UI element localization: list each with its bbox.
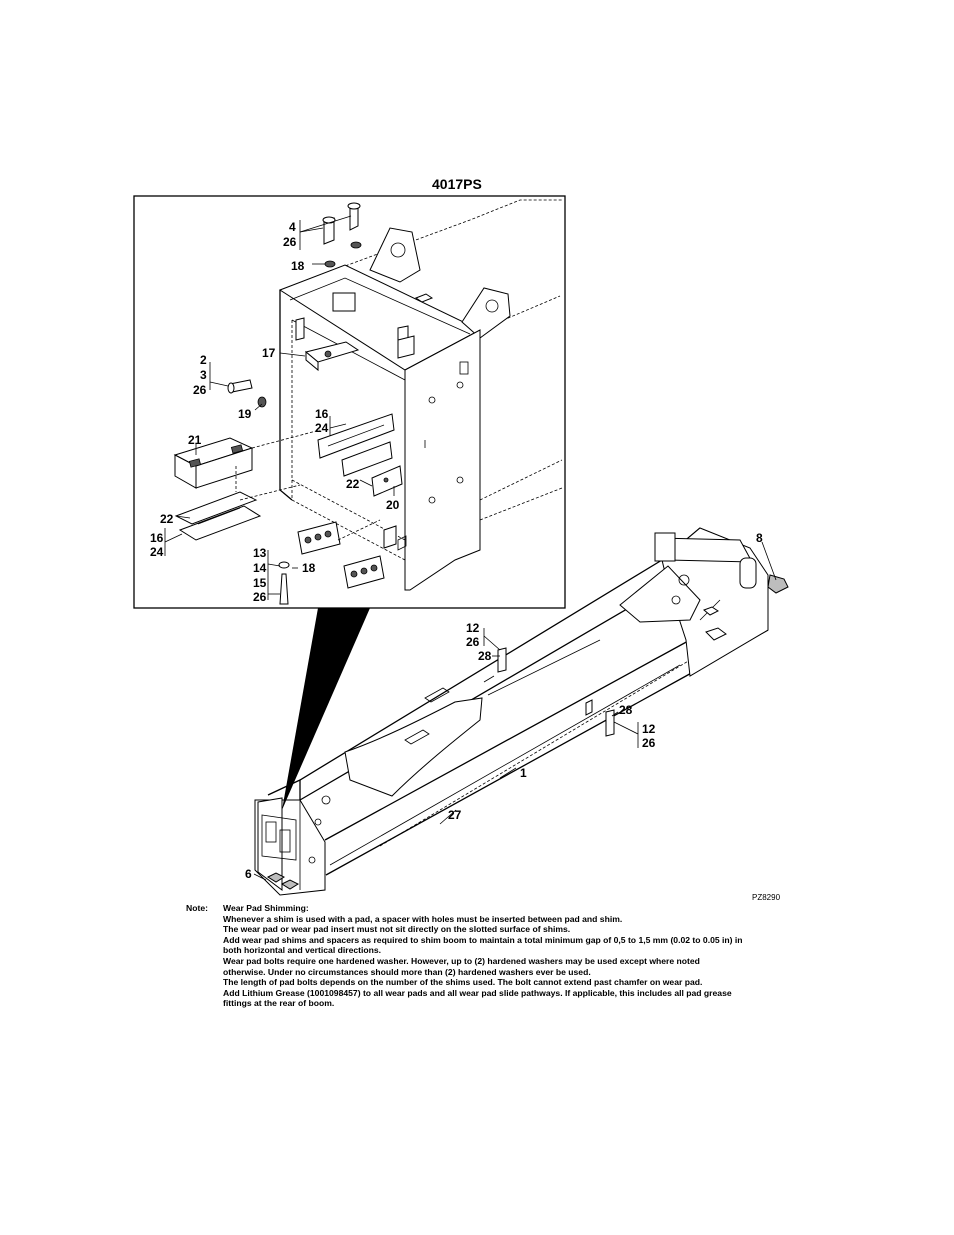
callout-22: 22 (346, 477, 360, 491)
note-line: The wear pad or wear pad insert must not… (223, 924, 571, 935)
callout-16: 16 (315, 407, 329, 421)
callout-4: 4 (289, 220, 296, 234)
note-line: The length of pad bolts depends on the n… (223, 977, 703, 988)
callout-2: 2 (200, 353, 207, 367)
callout-8: 8 (756, 531, 763, 545)
callout-13: 13 (253, 546, 267, 560)
callout-16: 16 (150, 531, 164, 545)
note-line: Add Lithium Grease (1001098457) to all w… (223, 987, 732, 1009)
callout-24: 24 (150, 545, 164, 559)
boom-assembly (254, 527, 789, 896)
callout-27: 27 (448, 808, 462, 822)
callout-12: 12 (466, 621, 480, 635)
boom-leaders (253, 541, 777, 881)
callout-6: 6 (245, 867, 252, 881)
callouts: 4 26 18 17 2 3 26 19 16 24 21 22 20 22 1… (150, 220, 763, 881)
callout-28: 28 (619, 703, 633, 717)
note-line: Wear pad bolts require one hardened wash… (223, 955, 700, 977)
callout-26: 26 (193, 383, 207, 397)
callout-15: 15 (253, 576, 267, 590)
callout-12: 12 (642, 722, 656, 736)
callout-18: 18 (302, 561, 316, 575)
note-line: Add wear pad shims and spacers as requir… (223, 934, 743, 956)
model-title: 4017PS (432, 176, 482, 192)
detail-view (133, 195, 566, 609)
callout-22: 22 (160, 512, 174, 526)
detail-frame (133, 195, 566, 609)
callout-17: 17 (262, 346, 276, 360)
callout-20: 20 (386, 498, 400, 512)
note-title: Wear Pad Shimming: (223, 903, 309, 913)
callout-3: 3 (200, 368, 207, 382)
callout-28: 28 (478, 649, 492, 663)
note-line: Whenever a shim is used with a pad, a sp… (223, 913, 623, 924)
callout-18: 18 (291, 259, 305, 273)
note-body: Wear Pad Shimming: Whenever a shim is us… (223, 903, 743, 1009)
detail-pointer (282, 608, 370, 810)
callout-21: 21 (188, 433, 202, 447)
callout-26: 26 (283, 235, 297, 249)
callout-24: 24 (315, 421, 329, 435)
note-heading: Note: (186, 903, 208, 913)
callout-26: 26 (466, 635, 480, 649)
callout-1: 1 (520, 766, 527, 780)
drawing-reference: PZ8290 (752, 893, 781, 902)
callout-26: 26 (642, 736, 656, 750)
callout-26: 26 (253, 590, 267, 604)
callout-19: 19 (238, 407, 252, 421)
callout-14: 14 (253, 561, 267, 575)
